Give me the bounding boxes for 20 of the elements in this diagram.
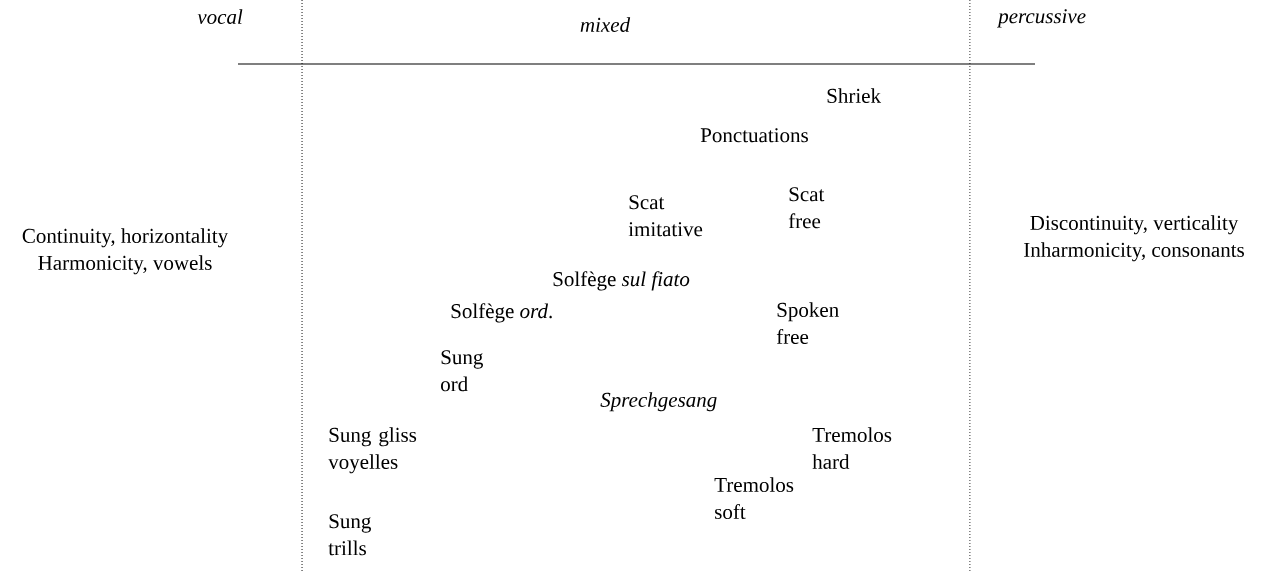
category-label: Sung ord: [441, 350, 483, 392]
axis-heading: mixed: [580, 17, 631, 32]
category-label: Sprechgesang: [600, 392, 717, 412]
category-label: Tremolos hard: [812, 427, 892, 469]
category-label: Solfège ord.: [451, 303, 552, 323]
category-label: Sung trills: [328, 514, 371, 556]
category-label: Solfège sul fiato: [553, 271, 690, 291]
pole-description: Harmonicity, vowels: [38, 255, 212, 275]
pole-description: Inharmonicity, consonants: [1024, 242, 1244, 262]
category-label: Sung gliss voyelles: [328, 427, 417, 474]
category-label: Ponctuations: [700, 128, 808, 143]
category-label: Spoken free: [776, 302, 839, 344]
category-label: Scat free: [788, 187, 825, 229]
pole-description: Discontinuity, verticality: [1030, 215, 1239, 235]
category-label: Scat imitative: [628, 195, 703, 237]
category-label: Tremolos soft: [714, 477, 794, 519]
axis-heading: percussive: [997, 9, 1086, 28]
pole-description: Continuity, horizontality: [22, 228, 229, 248]
axis-heading: vocal: [197, 9, 243, 24]
category-label: Shriek: [827, 88, 882, 103]
